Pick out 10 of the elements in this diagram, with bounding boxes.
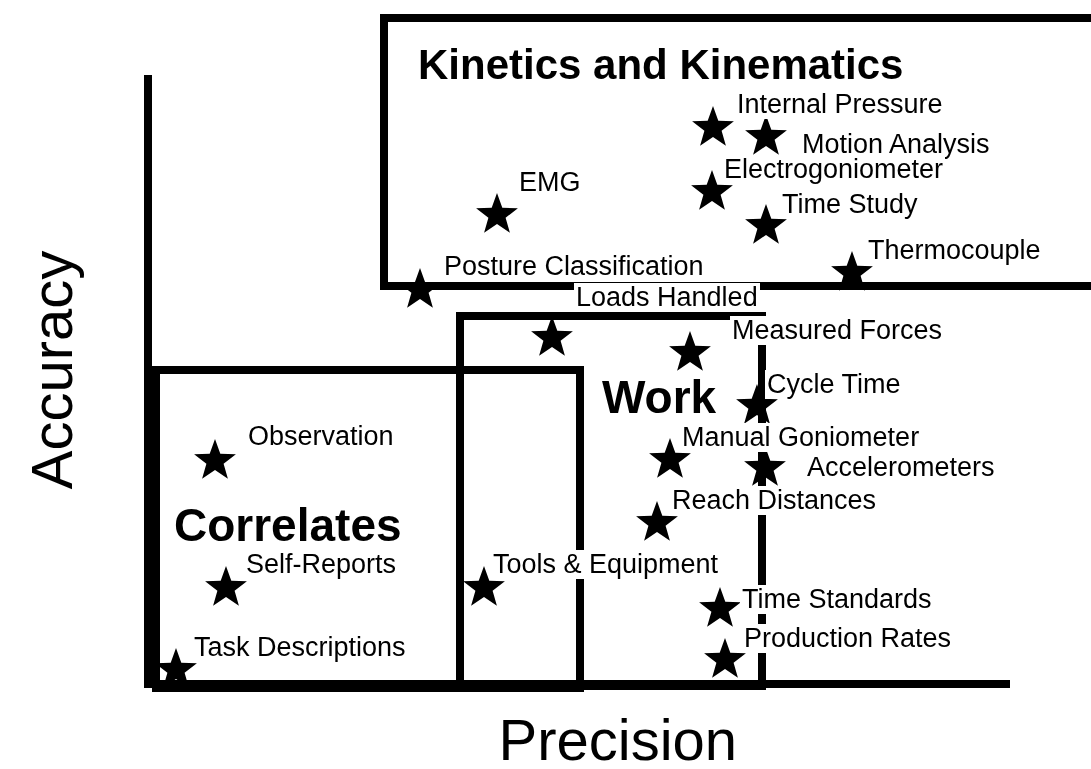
point-label: Time Standards [740, 585, 934, 614]
region-box [152, 366, 584, 692]
point-label: Task Descriptions [192, 633, 408, 662]
region-title: Correlates [174, 502, 402, 548]
point-label: Time Study [780, 190, 920, 219]
point-label: Tools & Equipment [491, 550, 721, 579]
region-title: Work [602, 374, 717, 420]
point-label: Cycle Time [765, 370, 903, 399]
region-title: Kinetics and Kinematics [418, 44, 904, 86]
point-label: Thermocouple [866, 236, 1043, 265]
